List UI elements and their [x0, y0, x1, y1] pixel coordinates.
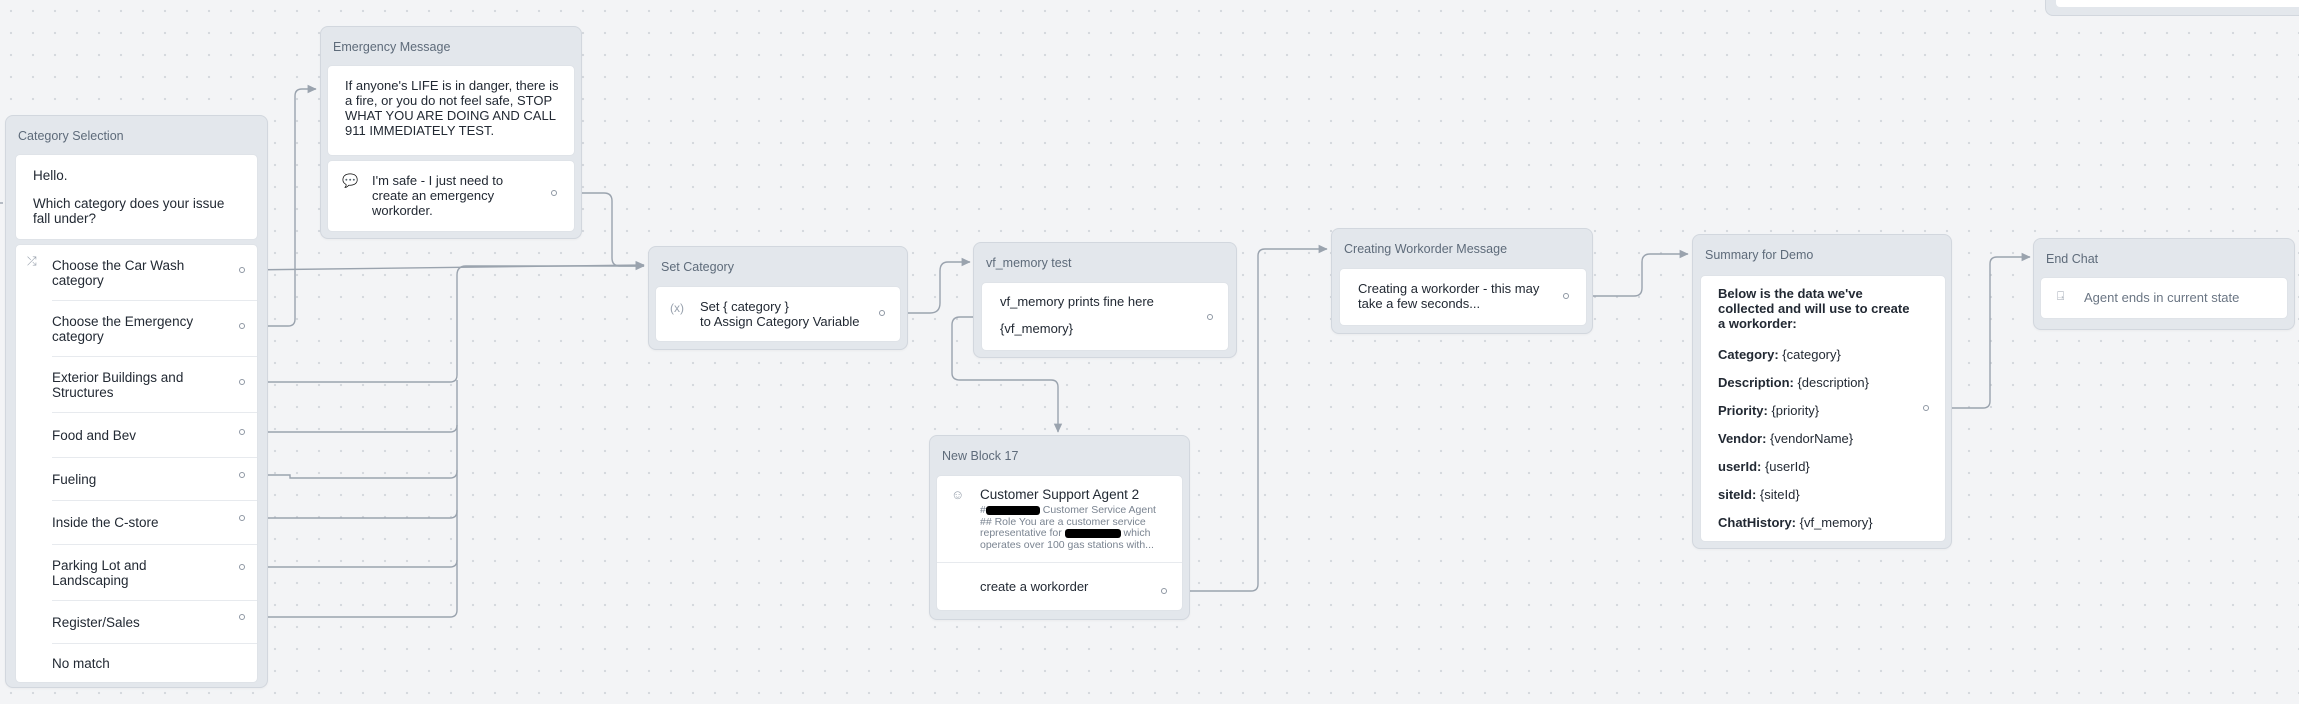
block-title: vf_memory test	[986, 256, 1072, 270]
choice-item[interactable]: Parking Lot and Landscaping	[52, 545, 257, 601]
end-text: Agent ends in current state	[2084, 290, 2240, 305]
end-step[interactable]: ⍈ Agent ends in current state	[2040, 277, 2288, 319]
port-summary[interactable]	[1923, 405, 1929, 411]
set-variable-step[interactable]: (x) Set { category } to Assign Category …	[655, 286, 901, 342]
port-create-workorder[interactable]	[1161, 588, 1167, 594]
port-safe[interactable]	[551, 190, 557, 196]
wire-cstore	[260, 470, 458, 519]
wire-parking	[260, 510, 458, 568]
port-parking[interactable]	[239, 564, 245, 570]
port-carwash[interactable]	[239, 267, 245, 273]
block-title: Category Selection	[18, 129, 124, 143]
summary-row: Description: {description}	[1718, 375, 1870, 390]
block-title: Emergency Message	[333, 40, 451, 54]
choice-item[interactable]: Exterior Buildings and Structures	[52, 357, 257, 413]
wire-carwash	[242, 260, 645, 271]
choice-item[interactable]: Fueling	[52, 458, 257, 501]
shuffle-icon: ⤮	[27, 254, 37, 268]
exit-icon: ⍈	[2057, 289, 2065, 303]
port-register[interactable]	[239, 614, 245, 620]
block-new-block-17[interactable]: New Block 17 ☺ Customer Support Agent 2 …	[929, 435, 1190, 620]
message-card[interactable]: Hello. Which category does your issue fa…	[15, 154, 258, 240]
summary-row: Priority: {priority}	[1718, 403, 1820, 418]
emergency-text: If anyone's LIFE is in danger, there is …	[345, 78, 559, 138]
message-card[interactable]: vf_memory prints fine here {vf_memory}	[981, 282, 1229, 351]
summary-row: ChatHistory: {vf_memory}	[1718, 515, 1873, 530]
port-cstore[interactable]	[239, 515, 245, 521]
block-end-chat[interactable]: End Chat ⍈ Agent ends in current state	[2033, 238, 2295, 330]
wire-fueling	[260, 425, 458, 479]
summary-intro: Below is the data we've collected and wi…	[1718, 286, 1910, 331]
choice-item[interactable]: No match	[52, 655, 110, 671]
block-summary[interactable]: Summary for Demo Below is the data we've…	[1692, 234, 1952, 549]
block-set-category[interactable]: Set Category (x) Set { category } to Ass…	[648, 246, 908, 350]
agent-name: Customer Support Agent 2	[980, 487, 1140, 502]
message-card[interactable]: Creating a workorder - this may take a f…	[1339, 268, 1587, 326]
target-line: to Assign Category Variable	[700, 314, 860, 329]
create-workorder-path[interactable]: create a workorder	[980, 579, 1089, 594]
summary-row: userId: {userId}	[1718, 459, 1810, 474]
block-title: Set Category	[661, 260, 734, 274]
block-title: Creating Workorder Message	[1344, 242, 1508, 256]
choice-item[interactable]: Inside the C-store	[52, 501, 257, 545]
block-category-selection[interactable]: Category Selection Hello. Which category…	[5, 115, 268, 688]
port-exterior[interactable]	[239, 379, 245, 385]
block-creating-workorder[interactable]: Creating Workorder Message Creating a wo…	[1331, 228, 1593, 334]
safe-button[interactable]: 💬 I'm safe - I just need to create an em…	[327, 160, 575, 232]
variable-icon: (x)	[670, 301, 684, 315]
chat-bubble-icon: 💬	[342, 173, 359, 188]
block-title: End Chat	[2046, 252, 2099, 266]
offscreen-block[interactable]	[2045, 0, 2299, 16]
agent-description: # Customer Service Agent ## Role You are…	[980, 504, 1156, 551]
port-emergency[interactable]	[239, 323, 245, 329]
port-food[interactable]	[239, 429, 245, 435]
block-vf-memory-test[interactable]: vf_memory test vf_memory prints fine her…	[973, 242, 1237, 358]
choice-list[interactable]: ⤮ Choose the Car Wash category Choose th…	[15, 244, 258, 683]
port-set-category[interactable]	[879, 310, 885, 316]
wire-exterior	[260, 265, 644, 383]
port-fueling[interactable]	[239, 472, 245, 478]
choice-item[interactable]: Choose the Emergency category	[52, 301, 257, 357]
message-text: Creating a workorder - this may take a f…	[1358, 281, 1540, 311]
block-title: New Block 17	[942, 449, 1019, 463]
message-variable: {vf_memory}	[1000, 321, 1073, 336]
set-line: Set { category }	[700, 299, 789, 314]
message-card[interactable]: Below is the data we've collected and wi…	[1700, 275, 1946, 542]
wire-register	[260, 560, 458, 618]
question-text: Which category does your issue fall unde…	[33, 196, 225, 226]
choice-item[interactable]: Choose the Car Wash category	[52, 245, 257, 301]
summary-row: Vendor: {vendorName}	[1718, 431, 1854, 446]
block-emergency-message[interactable]: Emergency Message If anyone's LIFE is in…	[320, 26, 582, 239]
summary-row: siteId: {siteId}	[1718, 487, 1800, 502]
redacted-text	[1064, 528, 1121, 538]
redacted-text	[985, 505, 1040, 515]
wire-food	[260, 380, 458, 433]
port-vf-memory[interactable]	[1207, 314, 1213, 320]
greeting-text: Hello.	[33, 168, 68, 183]
message-card[interactable]: If anyone's LIFE is in danger, there is …	[327, 65, 575, 156]
block-title: Summary for Demo	[1705, 248, 1814, 262]
choice-item[interactable]: Food and Bev	[52, 413, 257, 458]
agent-icon: ☺	[951, 487, 965, 502]
choice-item[interactable]: Register/Sales	[52, 601, 257, 644]
agent-step[interactable]: ☺ Customer Support Agent 2 # Customer Se…	[936, 475, 1183, 611]
port-creating[interactable]	[1563, 293, 1569, 299]
summary-row: Category: {category}	[1718, 347, 1841, 362]
message-line: vf_memory prints fine here	[1000, 294, 1154, 309]
